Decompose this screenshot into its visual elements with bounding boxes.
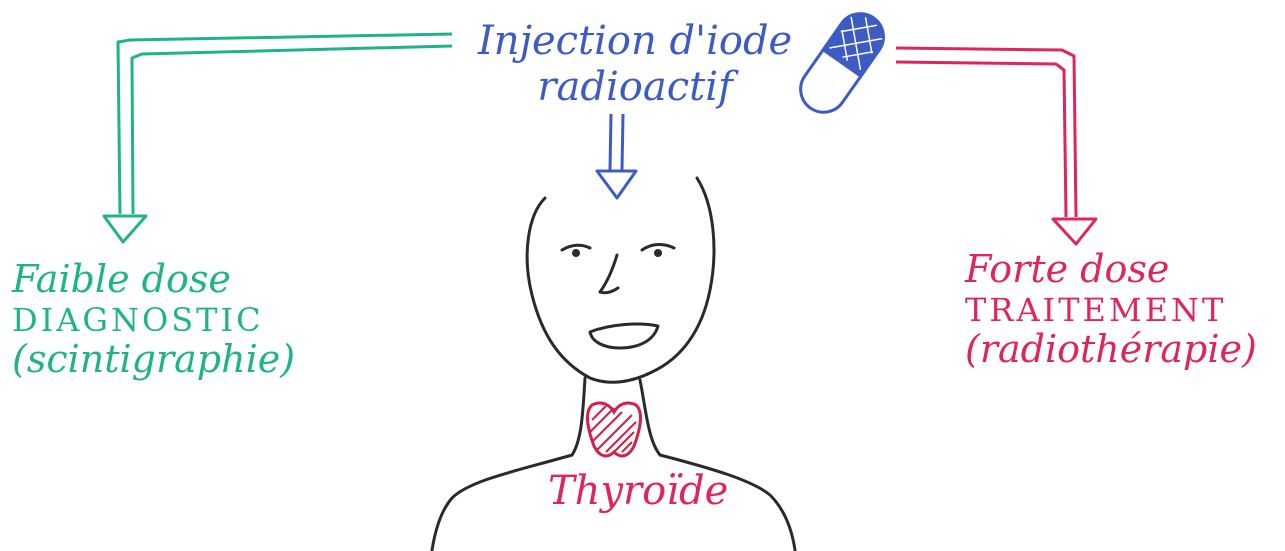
mouth [590,324,658,348]
nose [600,255,618,293]
neck-left [572,378,585,455]
head-outline [527,178,714,382]
injection-label: Injection d'iode radioactif [478,18,792,110]
thyroid-gland [588,403,641,456]
arrow-to-thyroid [597,114,636,198]
injection-line-2: radioactif [478,64,792,110]
thyroid-label: Thyroïde [548,468,728,514]
low-dose-title: Faible dose [12,258,295,302]
low-dose-label: Faible dose DIAGNOSTIC (scintigraphie) [12,258,295,382]
high-dose-purpose: TRAITEMENT [965,292,1257,329]
arrow-to-diagnostic [104,34,452,242]
capsule-icon [792,5,893,121]
neck-right [640,380,660,455]
arrow-to-treatment [896,48,1096,244]
high-dose-title: Forte dose [965,248,1257,292]
high-dose-label: Forte dose TRAITEMENT (radiothérapie) [965,248,1257,372]
high-dose-method: (radiothérapie) [965,328,1257,372]
low-dose-method: (scintigraphie) [12,338,295,382]
injection-line-1: Injection d'iode [478,18,792,64]
low-dose-purpose: DIAGNOSTIC [12,302,295,339]
